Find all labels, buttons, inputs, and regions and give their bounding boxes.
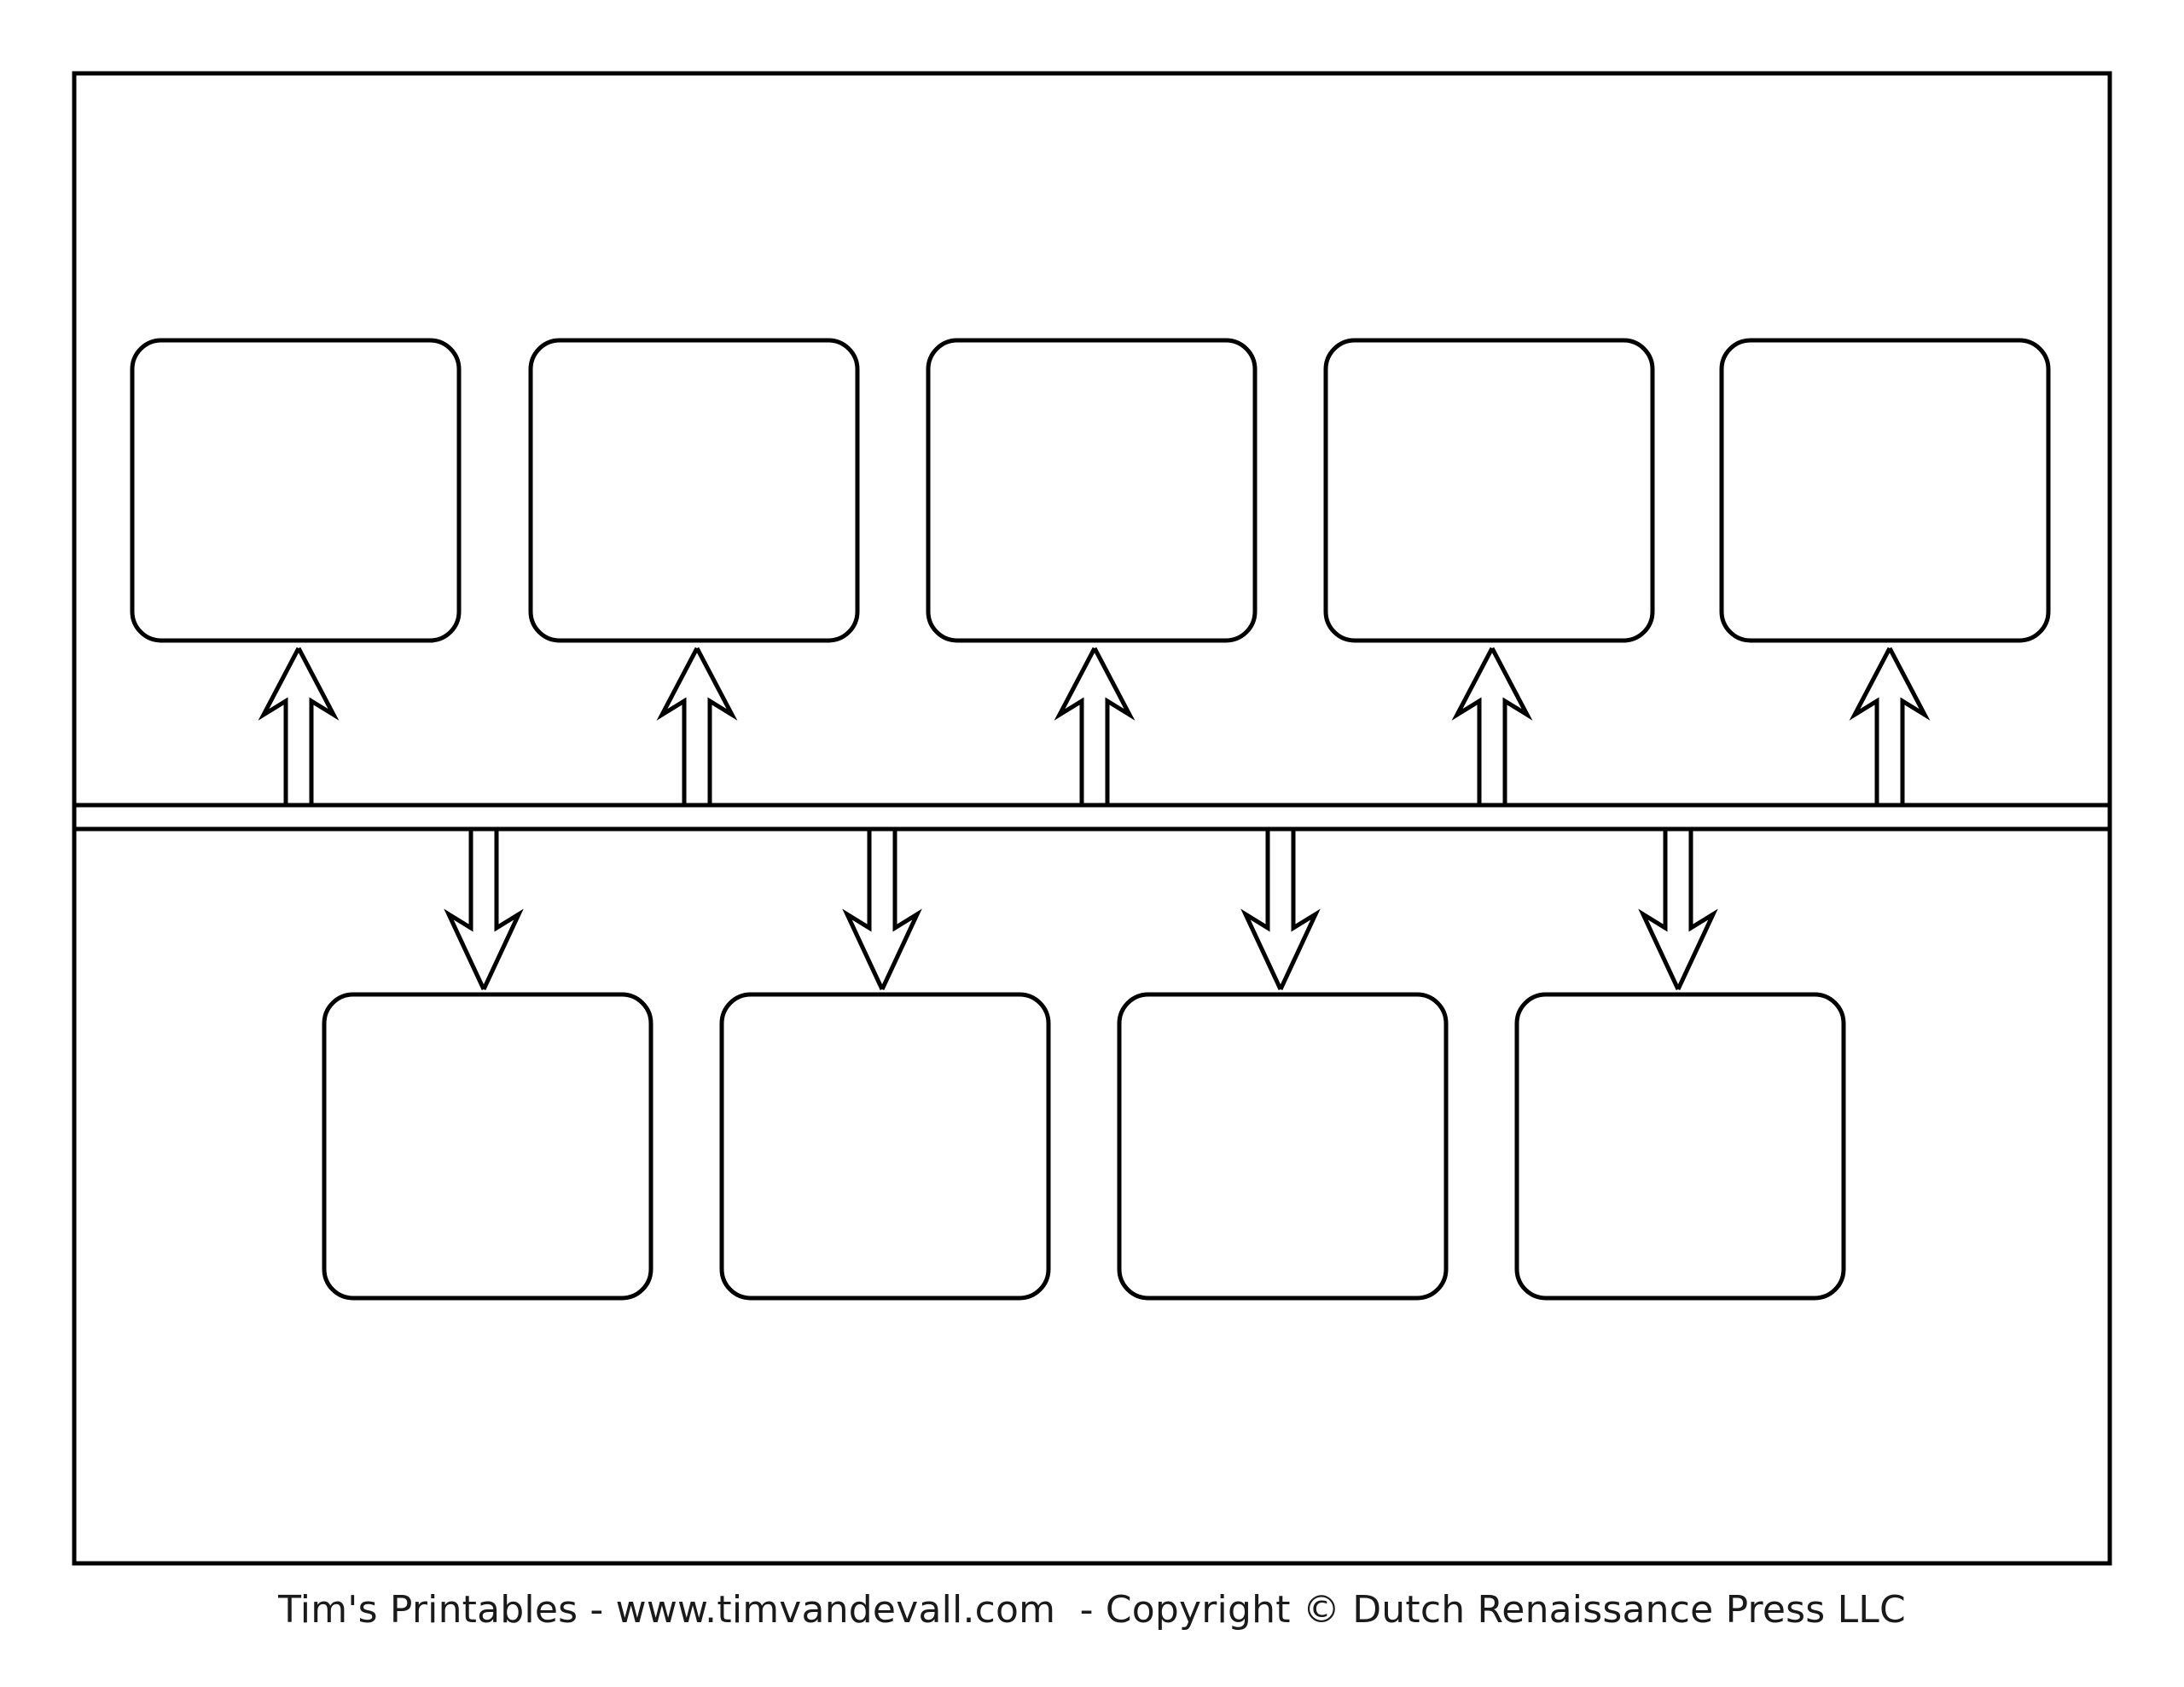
arrow-up-3-left-edge [1054,646,1097,805]
arrow-up-4-right-edge [1490,646,1533,805]
arrow-down-3-right-edge [1278,829,1321,991]
event-box-top-4[interactable] [1323,338,1655,643]
arrow-down-4-right-edge [1676,829,1718,991]
arrow-up-1-right-edge [296,646,340,805]
event-box-top-3[interactable] [926,338,1258,643]
arrow-up-3-right-edge [1092,646,1136,805]
event-box-top-2[interactable] [528,338,860,643]
arrow-down-1-right-edge [481,829,524,991]
arrow-down-1-left-edge [444,829,486,991]
event-box-bottom-3[interactable] [1117,992,1449,1301]
arrow-up-5-left-edge [1849,646,1892,805]
event-box-top-1[interactable] [130,338,462,643]
arrow-up-1-left-edge [258,646,301,805]
event-box-bottom-4[interactable] [1514,992,1846,1301]
arrow-down-3-left-edge [1240,829,1283,991]
event-box-bottom-2[interactable] [719,992,1051,1301]
arrow-up-2-left-edge [656,646,700,805]
arrow-up-2-right-edge [694,646,738,805]
arrow-down-4-left-edge [1638,829,1681,991]
arrow-up-5-right-edge [1887,646,1931,805]
arrow-down-2-right-edge [880,829,922,991]
arrow-down-2-left-edge [842,829,885,991]
page-border [72,71,2112,1566]
copyright-footer: Tim's Printables - www.timvandevall.com … [278,1588,1906,1632]
event-box-bottom-1[interactable] [322,992,653,1301]
event-box-top-5[interactable] [1719,338,2051,643]
arrow-up-4-left-edge [1451,646,1495,805]
